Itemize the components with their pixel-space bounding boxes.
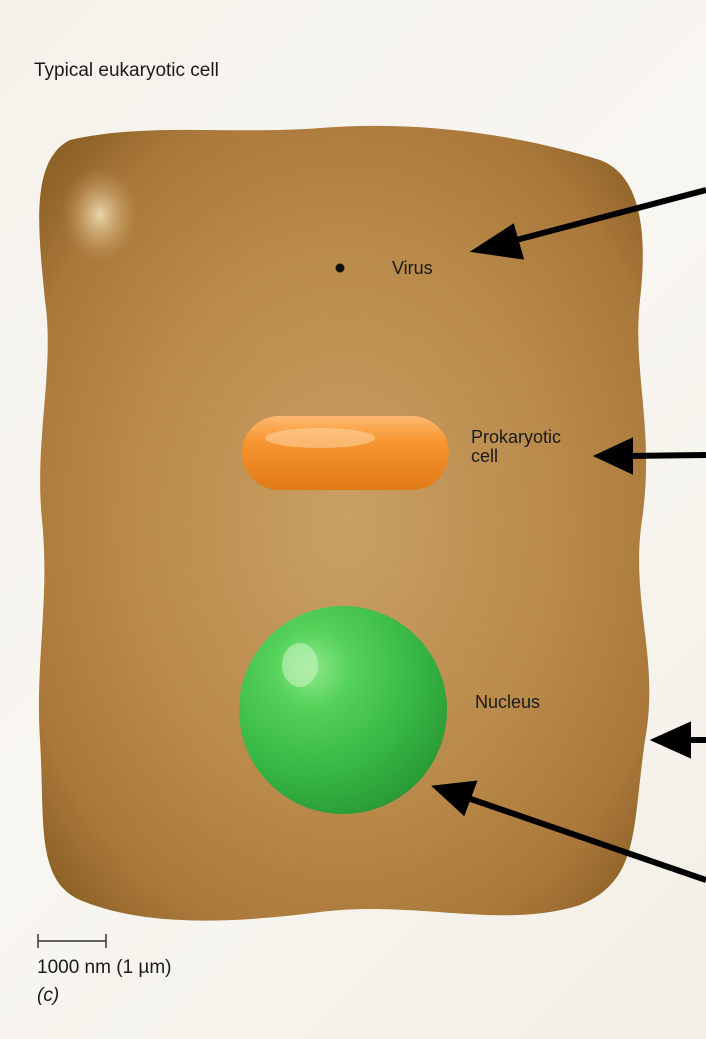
figure-title: Typical eukaryotic cell xyxy=(34,60,219,82)
prokaryotic-cell-shine xyxy=(265,428,375,448)
arrow-cell-head xyxy=(657,726,688,754)
cell-highlight xyxy=(62,167,138,263)
scale-bar-label: 1000 nm (1 µm) xyxy=(37,957,172,979)
prokaryotic-cell-shape xyxy=(242,416,449,490)
virus-label: Virus xyxy=(392,259,433,277)
nucleus-shape xyxy=(239,606,447,814)
prokaryotic-label-line1: Prokaryotic xyxy=(471,428,561,446)
scale-bar xyxy=(38,934,106,948)
arrow-prokaryote-line xyxy=(625,455,706,456)
nucleus-shine xyxy=(282,643,318,687)
prokaryotic-label-line2: cell xyxy=(471,447,498,465)
virus-particle xyxy=(336,264,345,273)
panel-letter: (c) xyxy=(37,985,59,1007)
nucleus-label: Nucleus xyxy=(475,693,540,711)
